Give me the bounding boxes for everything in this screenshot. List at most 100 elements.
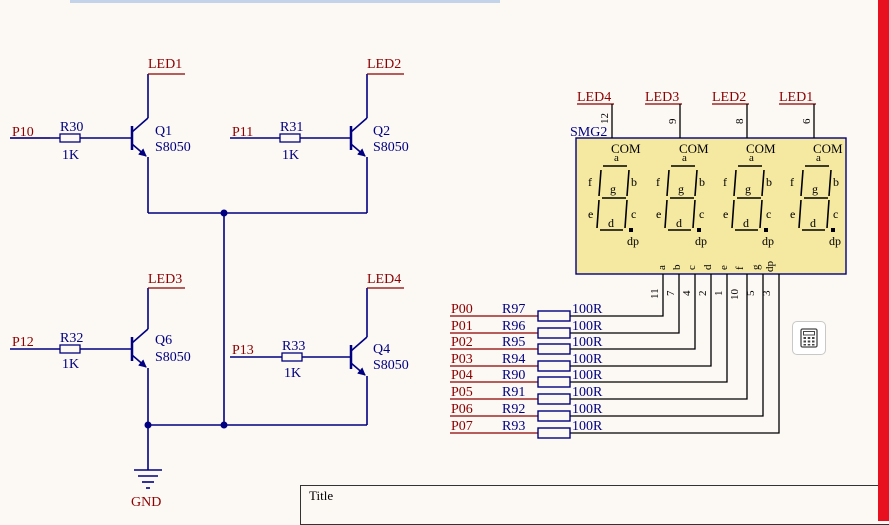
svg-text:12: 12 — [599, 113, 611, 124]
digit-com-pin-2: LED3 9 — [645, 90, 682, 138]
net-label-led4-q4: LED4 — [367, 272, 401, 287]
svg-text:d: d — [810, 216, 816, 230]
svg-text:4: 4 — [681, 290, 693, 296]
digit-com-pin-4: LED1 6 — [779, 90, 816, 138]
svg-text:100R: 100R — [572, 302, 603, 317]
svg-text:P06: P06 — [451, 402, 473, 417]
transistor-q6-model: S8050 — [155, 350, 191, 365]
junction-dot — [220, 421, 228, 429]
svg-text:R92: R92 — [502, 402, 525, 417]
svg-text:LED1: LED1 — [779, 90, 813, 105]
resistor-r32 — [59, 344, 81, 354]
transistor-q1-ref: Q1 — [155, 124, 172, 139]
bottom-pin-c: c4 — [681, 265, 698, 296]
svg-text:f: f — [734, 266, 746, 270]
svg-text:dp: dp — [829, 234, 841, 248]
svg-text:P03: P03 — [451, 352, 473, 367]
resistor-r31-value: 1K — [282, 148, 299, 163]
svg-text:7: 7 — [665, 290, 677, 296]
title-label: Title — [309, 488, 334, 503]
bottom-pin-b: b7 — [665, 264, 683, 296]
svg-text:f: f — [656, 175, 660, 189]
svg-text:g: g — [678, 182, 684, 196]
svg-text:P07: P07 — [451, 419, 473, 434]
svg-text:100R: 100R — [572, 319, 603, 334]
svg-text:f: f — [588, 175, 592, 189]
svg-text:6: 6 — [801, 118, 813, 124]
resistor-r31 — [279, 133, 301, 143]
digit-com-pin-3: LED2 8 — [712, 90, 749, 138]
resistor-r32-value: 1K — [62, 357, 79, 372]
net-label-led3-q6: LED3 — [148, 272, 182, 287]
resistor-r30-ref: R30 — [60, 120, 83, 135]
calculator-icon — [800, 328, 818, 348]
svg-text:dp: dp — [627, 234, 639, 248]
segment-resistor-row-7: P07 R93 100R — [450, 419, 603, 439]
svg-text:g: g — [610, 182, 616, 196]
net-label-p13: P13 — [232, 343, 254, 358]
svg-text:2: 2 — [697, 291, 709, 297]
svg-text:P04: P04 — [451, 368, 473, 383]
svg-text:g: g — [750, 264, 762, 270]
digit-com-pin-1: LED4 12 — [577, 90, 614, 138]
svg-text:P01: P01 — [451, 319, 473, 334]
svg-text:a: a — [816, 152, 821, 164]
transistor-q1-model: S8050 — [155, 140, 191, 155]
svg-text:e: e — [656, 207, 661, 221]
svg-text:g: g — [812, 182, 818, 196]
svg-text:100R: 100R — [572, 335, 603, 350]
resistor-r33-value: 1K — [284, 366, 301, 381]
net-label-p12: P12 — [12, 335, 34, 350]
svg-text:c: c — [699, 207, 704, 221]
bottom-pin-dp: dp3 — [761, 261, 776, 297]
svg-text:d: d — [676, 216, 682, 230]
window-edge-bar — [878, 0, 889, 521]
svg-text:100R: 100R — [572, 352, 603, 367]
svg-text:11: 11 — [649, 288, 661, 299]
segment-resistor-row-4: P04 R90 100R — [450, 368, 603, 388]
svg-text:e: e — [723, 207, 728, 221]
bottom-pin-a: a11 — [649, 265, 668, 299]
svg-text:LED2: LED2 — [712, 90, 746, 105]
segment-resistor-row-6: P06 R92 100R — [450, 402, 603, 422]
svg-text:c: c — [686, 265, 698, 270]
svg-text:b: b — [631, 175, 637, 189]
net-label-gnd: GND — [131, 495, 161, 510]
svg-text:COM: COM — [813, 141, 843, 156]
svg-text:R95: R95 — [502, 335, 525, 350]
svg-text:1: 1 — [713, 291, 725, 297]
resistor-r32-ref: R32 — [60, 331, 83, 346]
svg-text:b: b — [699, 175, 705, 189]
transistor-q6-ref: Q6 — [155, 333, 172, 348]
transistor-q4-ref: Q4 — [373, 342, 390, 357]
segment-resistor-row-3: P03 R94 100R — [450, 352, 603, 372]
svg-text:a: a — [614, 152, 619, 164]
bottom-pin-d: d2 — [697, 264, 714, 296]
svg-text:8: 8 — [734, 118, 746, 124]
svg-text:3: 3 — [761, 290, 773, 296]
svg-text:e: e — [588, 207, 593, 221]
net-label-p10: P10 — [12, 125, 34, 140]
svg-text:5: 5 — [745, 290, 757, 296]
bottom-pin-g: g5 — [745, 264, 762, 296]
digit-2: COM a f g b e c d dp — [656, 141, 709, 248]
resistor-r30 — [59, 133, 81, 143]
svg-text:f: f — [790, 175, 794, 189]
svg-text:COM: COM — [746, 141, 776, 156]
top-scroll-indicator — [70, 0, 500, 3]
svg-text:100R: 100R — [572, 368, 603, 383]
resistor-r31-ref: R31 — [280, 120, 303, 135]
title-block: Title — [300, 485, 889, 525]
svg-text:R93: R93 — [502, 419, 525, 434]
segment-resistor-row-1: P01 R96 100R — [450, 319, 603, 339]
svg-text:e: e — [718, 265, 730, 270]
resistor-r33 — [281, 352, 303, 362]
calculator-button[interactable] — [792, 321, 826, 355]
segment-resistor-row-2: P02 R95 100R — [450, 335, 603, 355]
digit-4: COM a f g b e c d dp — [790, 141, 843, 248]
svg-text:COM: COM — [679, 141, 709, 156]
svg-text:f: f — [723, 175, 727, 189]
svg-text:b: b — [833, 175, 839, 189]
transistor-q2-model: S8050 — [373, 140, 409, 155]
